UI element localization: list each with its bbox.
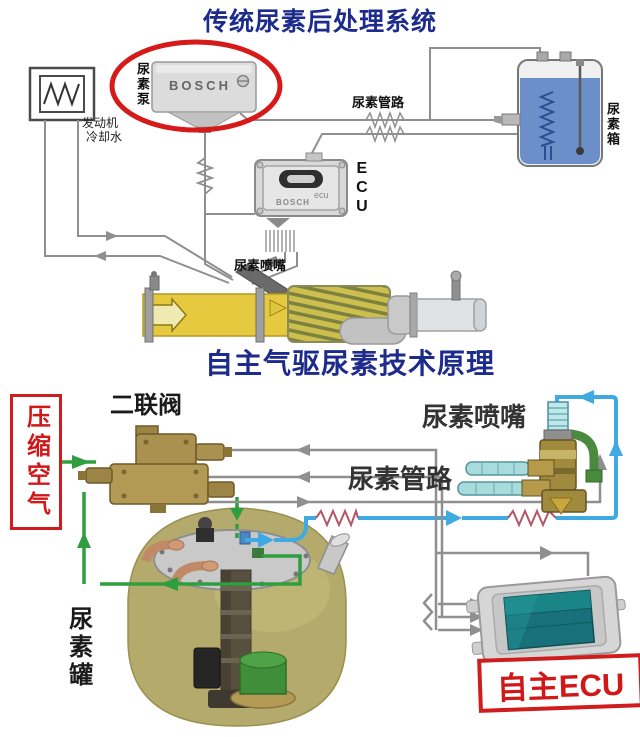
urea-nozzle-label-bottom: 尿素喷嘴 [422,402,527,432]
ecu-bottom [465,575,626,664]
ecu-board-text: ecu [314,190,329,200]
urea-nozzle-label-top: 尿素喷嘴 [234,258,287,273]
urea-pump-label: 尿素泵 [134,62,150,107]
heat-exchanger-symbol [28,66,96,122]
double-valve [78,425,235,513]
flow-arrow-icon [151,297,187,333]
exhaust-sensor [149,275,160,291]
tank-probe [501,113,521,126]
ecu-unit-top [247,152,348,285]
engine-coolant-label-line2: 冷却水 [86,130,123,144]
urea-lines-blue [245,390,623,548]
tank-module [193,647,221,689]
urea-line-label-top: 尿素管路 [352,95,405,110]
heater-coil-symbol [365,110,405,130]
urea-injector-bottom [457,401,603,515]
ecu-bottom-box: 自主ECU [477,653,640,713]
urea-flow-arrow [446,510,462,526]
injector-green-arm [569,429,599,472]
pipe-flange [144,287,154,343]
heater-coil-symbol [365,124,405,144]
urea-flow-arrow [578,390,594,404]
ecu-connector-comb [265,230,295,252]
bottom-title: 自主气驱尿素技术原理 [204,348,495,379]
ecu-brand-text: BOSCH [276,198,310,207]
urea-tank-label-bottom: 尿素罐 [64,606,92,690]
air-flow-arrow [72,455,90,469]
top-diagram [28,39,603,345]
urea-tank-label-top: 尿素箱 [604,102,620,147]
urea-flow-arrow [609,440,623,456]
urea-flow-arrow [258,532,274,548]
tank-heater-coil [538,91,556,147]
air-flow-arrow [230,508,244,521]
urea-pump [151,61,257,133]
suction-head [196,528,214,542]
air-flow-arrow [77,532,91,548]
air-flow-arrow [160,577,178,591]
ecu-label-top: ECU [353,160,371,217]
line-heater-zigzag [315,507,359,528]
ecu-pointer [266,218,290,228]
ecu-bottom-label: 自主ECU [496,666,625,706]
urea-tank-top [494,51,603,167]
engine-coolant-label-line1: 发动机 [82,116,119,130]
wire-zigzag-icon [422,593,434,631]
flow-arrow-icon [269,299,288,317]
compressed-air-label: 压缩空气 [22,404,50,520]
air-lines-green [56,455,302,591]
compressed-air-box: 压缩空气 [10,394,62,530]
heater-coil-symbol [195,157,215,195]
air-in-port [252,548,264,558]
red-highlight-ellipse [109,39,283,133]
top-title: 传统尿素后处理系统 [202,8,437,36]
urea-tank-bottom [127,507,350,727]
pipe-flange [409,292,418,338]
urea-line-label-bottom: 尿素管路 [348,464,453,494]
exhaust-pipe [142,270,487,345]
double-valve-label: 二联阀 [110,392,182,419]
pump-brand-text: BOSCH [169,78,231,93]
line-heater-zigzag [507,508,557,528]
bottom-diagram [56,390,626,727]
pipe-flange [255,287,265,343]
coolant-lines [44,120,233,284]
